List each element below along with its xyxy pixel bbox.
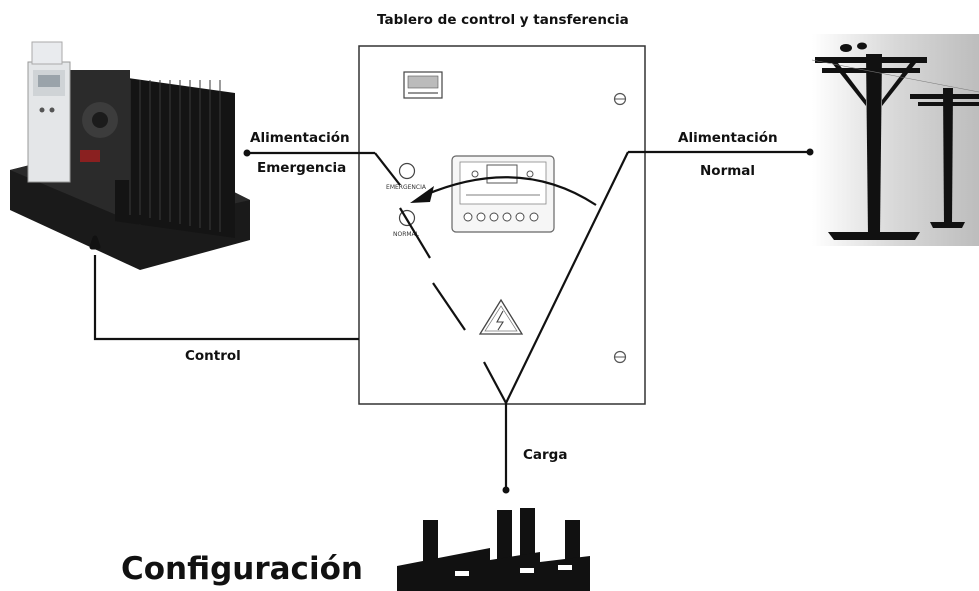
- emergency-supply-label-line2: Emergencia: [257, 160, 347, 176]
- generator-image: [10, 41, 250, 270]
- emergency-indicator-light: EMERGENCIA: [386, 162, 427, 191]
- normal-supply-label-line1: Alimentación: [678, 130, 778, 146]
- power-poles-image: [811, 34, 979, 246]
- factory-icon: [397, 508, 590, 591]
- connection-lines: [93, 150, 810, 490]
- normal-feed-dot: [806, 148, 814, 156]
- panel-screw-icon: [613, 92, 627, 106]
- load-dot: [502, 486, 510, 494]
- emergency-feed-dot: [243, 149, 251, 157]
- normal-switch-line: [505, 151, 629, 404]
- transfer-arrow-curve: [424, 176, 597, 206]
- brand-logo: [403, 71, 443, 99]
- high-voltage-warning-icon: [478, 298, 524, 335]
- control-arrow-head: [89, 235, 101, 250]
- panel-title: Tablero de control y tansferencia: [377, 12, 629, 28]
- emergency-supply-label-line1: Alimentación: [250, 130, 350, 146]
- normal-supply-label-line2: Normal: [700, 163, 756, 179]
- configuration-title: Configuración: [121, 551, 363, 587]
- load-label: Carga: [523, 447, 568, 463]
- emergency-switch-line: [374, 152, 401, 186]
- control-label: Control: [185, 348, 241, 364]
- control-line: [93, 255, 359, 341]
- controller-module-icon: [451, 155, 555, 233]
- normal-indicator-label: NORMAL: [393, 231, 420, 238]
- transfer-arrow-head: [410, 186, 434, 203]
- panel-screw-icon: [613, 350, 627, 364]
- emergency-indicator-label: EMERGENCIA: [386, 184, 427, 191]
